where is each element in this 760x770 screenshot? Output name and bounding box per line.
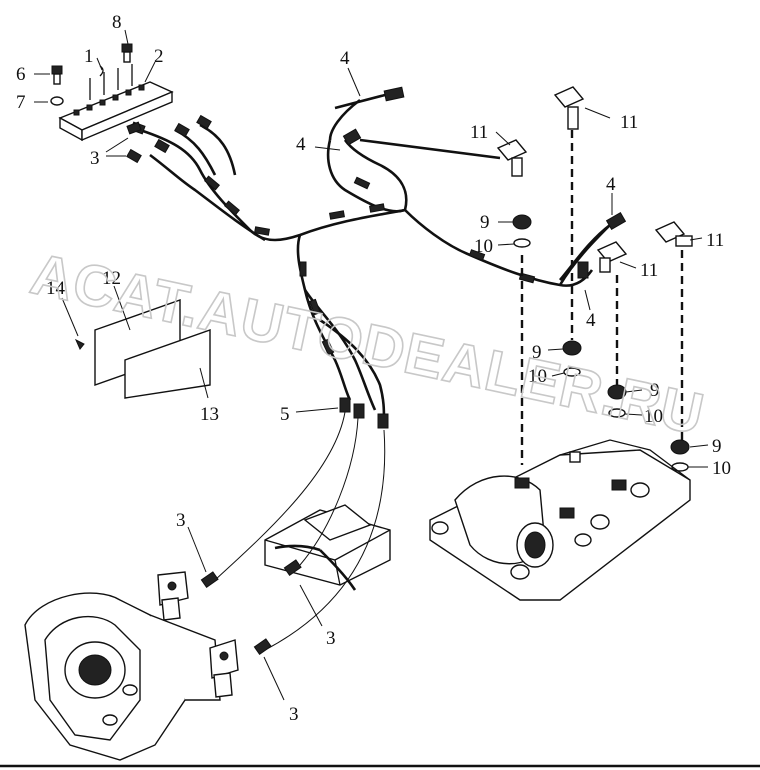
callout-11a: 11 — [470, 122, 488, 143]
callout-4c: 4 — [606, 174, 616, 195]
callout-3d: 3 — [289, 704, 299, 725]
callout-10a: 10 — [474, 236, 493, 257]
callout-2: 2 — [154, 46, 164, 67]
callout-6: 6 — [16, 64, 26, 85]
elbow-fittings-part-11 — [496, 86, 693, 273]
callout-4a: 4 — [340, 48, 350, 69]
callout-4d: 4 — [586, 310, 596, 331]
callout-11d: 11 — [706, 230, 724, 251]
transmission-housing — [24, 571, 239, 761]
callout-3c: 3 — [326, 628, 336, 649]
callout-10c: 10 — [644, 406, 663, 427]
callout-9a: 9 — [480, 212, 490, 233]
terminal-block — [58, 64, 174, 142]
callout-10d: 10 — [712, 458, 731, 479]
screw-part-8 — [121, 43, 133, 63]
callout-10b: 10 — [528, 366, 547, 387]
callout-12: 12 — [102, 268, 121, 289]
valve-housing — [429, 439, 691, 601]
callout-14: 14 — [46, 278, 66, 299]
callout-11c: 11 — [640, 260, 658, 281]
washer-part-7 — [50, 96, 64, 106]
alignment-lines — [520, 130, 684, 465]
sensor-wires — [214, 411, 386, 651]
controller-module — [264, 504, 391, 591]
callouts: 1 2 8 6 7 3 4 4 4 4 5 11 11 11 11 9 10 9… — [16, 12, 731, 725]
callout-7: 7 — [16, 92, 26, 113]
callout-3a: 3 — [90, 148, 100, 169]
sensors-part-3 — [126, 121, 302, 655]
callout-4b: 4 — [296, 134, 306, 155]
callout-9b: 9 — [532, 342, 542, 363]
callout-13: 13 — [200, 404, 219, 425]
label-plates — [74, 299, 211, 399]
hoses-part-4 — [334, 86, 627, 281]
leader-lines — [34, 29, 709, 701]
callout-9c: 9 — [650, 380, 660, 401]
orings-part-10 — [513, 238, 689, 472]
bolt-part-6 — [51, 65, 63, 85]
callout-3b: 3 — [176, 510, 186, 531]
callout-11b: 11 — [620, 112, 638, 133]
callout-1: 1 — [84, 46, 94, 67]
callout-8: 8 — [112, 12, 122, 33]
nuts-part-9 — [512, 214, 690, 455]
callout-5: 5 — [280, 404, 290, 425]
callout-9d: 9 — [712, 436, 722, 457]
